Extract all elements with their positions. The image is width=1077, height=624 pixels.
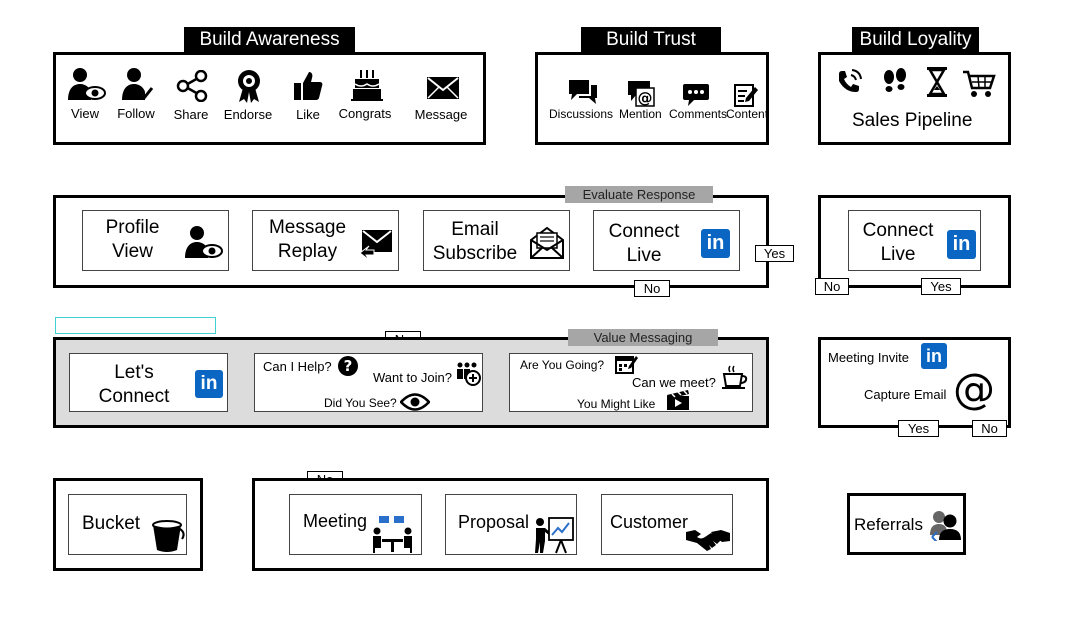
question-icon: ?	[338, 356, 358, 376]
awareness-label-endorse: Endorse	[223, 107, 273, 122]
you-might-like-label: You Might Like	[577, 397, 656, 411]
mention-icon: @	[628, 81, 655, 107]
awareness-panel	[53, 52, 486, 145]
trust-header: Build Trust	[581, 27, 721, 53]
empty-highlight-box	[55, 317, 216, 334]
trust-label-comments: Comments	[669, 107, 728, 121]
awareness-label-congrats: Congrats	[338, 106, 392, 121]
congrats-cake-icon	[351, 70, 383, 101]
meeting-card[interactable]	[289, 494, 422, 555]
tag-yes-right: Yes	[921, 278, 961, 295]
capture-email-label: Capture Email	[864, 387, 947, 402]
trust-label-content: Content	[726, 107, 769, 121]
tag-no-evaluate: No	[634, 280, 670, 297]
trust-label-mention: Mention	[619, 107, 662, 121]
question-prompts-card[interactable]	[254, 353, 483, 412]
presentation-icon	[535, 517, 574, 554]
awareness-label-message: Message	[414, 107, 468, 122]
awareness-label-view: View	[71, 106, 99, 121]
tag-no-right: No	[815, 278, 849, 295]
hourglass-icon	[927, 67, 947, 97]
linkedin-icon: in	[701, 229, 730, 258]
email-subscribe-label: Email Subscribe	[432, 219, 518, 264]
message-replay-label: Message Replay	[268, 217, 347, 262]
handshake-icon	[686, 530, 730, 551]
phone-call-icon	[839, 69, 862, 92]
want-to-join-label: Want to Join?	[373, 370, 453, 385]
discussions-icon	[569, 80, 597, 104]
can-we-meet-label: Can we meet?	[632, 375, 716, 390]
profile-view-label: Profile View	[105, 217, 160, 262]
svg-text:@: @	[638, 89, 653, 107]
referrals-people-icon	[930, 511, 961, 541]
loyalty-panel	[818, 52, 1011, 145]
can-i-help-label: Can I Help?	[263, 359, 332, 374]
connect-live-card-right[interactable]	[848, 210, 981, 271]
coffee-cup-icon	[722, 365, 748, 389]
profile-view-icon	[185, 226, 223, 258]
referrals-label: Referrals	[854, 515, 923, 534]
proposal-label: Proposal	[458, 512, 530, 532]
linkedin-icon: in	[195, 370, 223, 398]
endorse-icon	[238, 70, 260, 103]
share-icon	[176, 70, 208, 102]
message-reply-icon	[359, 230, 392, 261]
awareness-label-like: Like	[296, 107, 320, 122]
awareness-header: Build Awareness	[184, 27, 355, 53]
lets-connect-label: Let's Connect	[98, 362, 170, 407]
comments-icon	[683, 84, 709, 106]
video-clapper-icon	[667, 390, 689, 410]
tag-yes-evaluate: Yes	[755, 245, 794, 262]
are-you-going-label: Are You Going?	[520, 358, 605, 372]
connect-live-label: Connect Live	[608, 221, 680, 266]
meeting-invite-label: Meeting Invite	[828, 350, 909, 365]
customer-label: Customer	[610, 512, 689, 532]
group-join-icon	[457, 362, 481, 386]
content-edit-icon	[734, 84, 758, 107]
shopping-cart-icon	[963, 70, 996, 97]
evaluate-response-tab: Evaluate Response	[565, 186, 713, 203]
bucket-label: Bucket	[82, 513, 141, 534]
awareness-label-follow: Follow	[117, 106, 155, 121]
tag-yes-meeting: Yes	[898, 420, 939, 437]
referrals-panel	[847, 493, 966, 555]
footsteps-icon	[884, 68, 906, 92]
svg-text:?: ?	[344, 357, 353, 375]
follow-icon	[122, 68, 154, 101]
trust-label-discussions: Discussions	[549, 107, 614, 121]
did-you-see-label: Did You See?	[324, 396, 397, 410]
profile-view-card[interactable]	[82, 210, 229, 271]
meeting-people-icon	[373, 516, 412, 553]
meeting-label: Meeting	[303, 511, 368, 531]
like-icon	[294, 72, 323, 100]
awareness-label-share: Share	[173, 107, 209, 122]
at-email-icon: @	[953, 364, 995, 413]
sales-pipeline-label: Sales Pipeline	[852, 110, 973, 131]
open-envelope-icon	[530, 226, 564, 259]
linkedin-icon: in	[921, 343, 947, 369]
linkedin-icon: in	[947, 230, 976, 259]
connect-live-label-right: Connect Live	[862, 220, 934, 265]
message-envelope-icon	[427, 77, 459, 99]
value-messaging-tab: Value Messaging	[568, 329, 718, 346]
calendar-edit-icon	[615, 356, 638, 374]
bucket-icon	[152, 520, 185, 552]
tag-no-meeting: No	[972, 420, 1007, 437]
eye-icon	[400, 393, 430, 411]
view-icon	[68, 68, 106, 100]
loyalty-header: Build Loyality	[852, 27, 979, 53]
